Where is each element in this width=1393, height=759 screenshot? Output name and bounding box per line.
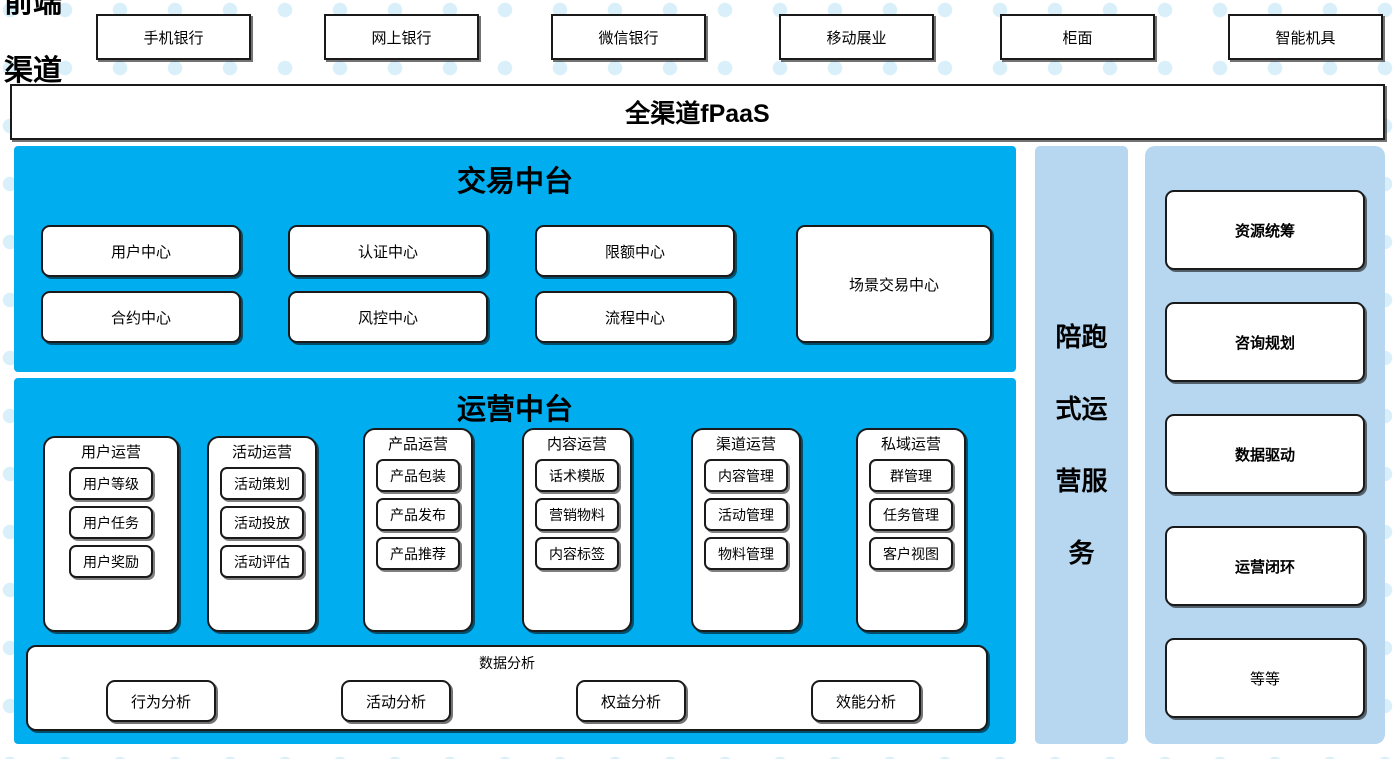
right-panel-box-resource-coordination[interactable]: 资源统筹 <box>1165 190 1365 270</box>
channel-box-counter[interactable]: 柜面 <box>1000 14 1155 60</box>
trade-center-title: 交易中台 <box>456 166 573 198</box>
ops-item[interactable]: 活动评估 <box>220 545 304 578</box>
right-panel-box-consulting-planning[interactable]: 咨询规划 <box>1165 302 1365 382</box>
trade-box-process-center[interactable]: 流程中心 <box>535 291 735 343</box>
ops-column-title: 用户运营 <box>80 444 141 461</box>
ops-item[interactable]: 话术模版 <box>535 459 619 492</box>
data-analysis-box-activity[interactable]: 活动分析 <box>341 680 451 722</box>
ops-item[interactable]: 客户视图 <box>869 537 953 570</box>
ops-item[interactable]: 产品发布 <box>376 498 460 531</box>
service-label-line1: 陪跑 <box>1055 322 1108 352</box>
service-label-line4: 务 <box>1068 538 1095 568</box>
ops-column-title: 产品运营 <box>387 436 448 453</box>
trade-box-auth-center[interactable]: 认证中心 <box>288 225 488 277</box>
ops-column-product-operation[interactable]: 产品运营 产品包装 产品发布 产品推荐 <box>363 428 473 632</box>
trade-center-panel: 交易中台 用户中心 认证中心 限额中心 合约中心 风控中心 流程中心 场景交易中… <box>14 146 1016 372</box>
ops-item[interactable]: 群管理 <box>869 459 953 492</box>
ops-item[interactable]: 内容标签 <box>535 537 619 570</box>
ops-item[interactable]: 活动管理 <box>704 498 788 531</box>
ops-item[interactable]: 用户奖励 <box>69 545 153 578</box>
trade-box-user-center[interactable]: 用户中心 <box>41 225 241 277</box>
ops-column-private-domain-operation[interactable]: 私域运营 群管理 任务管理 客户视图 <box>856 428 966 632</box>
channel-box-online-bank[interactable]: 网上银行 <box>324 14 479 60</box>
service-label-line3: 营服 <box>1055 466 1108 496</box>
ops-column-title: 私域运营 <box>880 436 941 453</box>
omnichannel-fpaas-bar[interactable]: 全渠道fPaaS <box>10 84 1385 140</box>
right-service-panel: 资源统筹 咨询规划 数据驱动 运营闭环 等等 <box>1145 146 1385 744</box>
ops-item[interactable]: 物料管理 <box>704 537 788 570</box>
ops-column-title: 渠道运营 <box>715 436 776 453</box>
right-panel-box-etc[interactable]: 等等 <box>1165 638 1365 718</box>
service-label-line2: 式运 <box>1055 394 1108 424</box>
ops-column-channel-operation[interactable]: 渠道运营 内容管理 活动管理 物料管理 <box>691 428 801 632</box>
data-analysis-box-behavior[interactable]: 行为分析 <box>106 680 216 722</box>
accompanying-operation-service-column: 陪跑 式运 营服 务 <box>1035 146 1128 744</box>
operation-center-title: 运营中台 <box>456 394 573 426</box>
ops-item[interactable]: 内容管理 <box>704 459 788 492</box>
ops-column-content-operation[interactable]: 内容运营 话术模版 营销物料 内容标签 <box>522 428 632 632</box>
ops-column-title: 内容运营 <box>546 436 607 453</box>
trade-box-limit-center[interactable]: 限额中心 <box>535 225 735 277</box>
front-channel-label-line2: 渠道 <box>4 55 63 87</box>
data-analysis-box-rights[interactable]: 权益分析 <box>576 680 686 722</box>
data-analysis-box-performance[interactable]: 效能分析 <box>811 680 921 722</box>
front-channel-label-line1: 前端 <box>4 0 63 19</box>
channel-box-wechat-bank[interactable]: 微信银行 <box>551 14 706 60</box>
ops-item[interactable]: 活动策划 <box>220 467 304 500</box>
ops-item[interactable]: 任务管理 <box>869 498 953 531</box>
ops-item[interactable]: 活动投放 <box>220 506 304 539</box>
ops-column-title: 活动运营 <box>231 444 292 461</box>
ops-item[interactable]: 产品推荐 <box>376 537 460 570</box>
ops-item[interactable]: 产品包装 <box>376 459 460 492</box>
ops-item[interactable]: 用户等级 <box>69 467 153 500</box>
trade-box-contract-center[interactable]: 合约中心 <box>41 291 241 343</box>
channel-box-mobile-biz[interactable]: 移动展业 <box>779 14 934 60</box>
channel-box-mobile-bank[interactable]: 手机银行 <box>96 14 251 60</box>
ops-item[interactable]: 营销物料 <box>535 498 619 531</box>
ops-column-activity-operation[interactable]: 活动运营 活动策划 活动投放 活动评估 <box>207 436 317 632</box>
ops-item[interactable]: 用户任务 <box>69 506 153 539</box>
right-panel-box-operation-closed-loop[interactable]: 运营闭环 <box>1165 526 1365 606</box>
channel-box-smart-machine[interactable]: 智能机具 <box>1228 14 1383 60</box>
trade-box-risk-center[interactable]: 风控中心 <box>288 291 488 343</box>
trade-box-scene-transaction-center[interactable]: 场景交易中心 <box>796 225 992 343</box>
data-analysis-group[interactable]: 数据分析 行为分析 活动分析 权益分析 效能分析 <box>26 645 988 731</box>
data-analysis-title: 数据分析 <box>479 655 535 671</box>
right-panel-box-data-driven[interactable]: 数据驱动 <box>1165 414 1365 494</box>
service-column-label: 陪跑 式运 营服 务 <box>1035 146 1128 744</box>
ops-column-user-operation[interactable]: 用户运营 用户等级 用户任务 用户奖励 <box>43 436 179 632</box>
front-channel-label: 前端 渠道 <box>4 0 76 87</box>
